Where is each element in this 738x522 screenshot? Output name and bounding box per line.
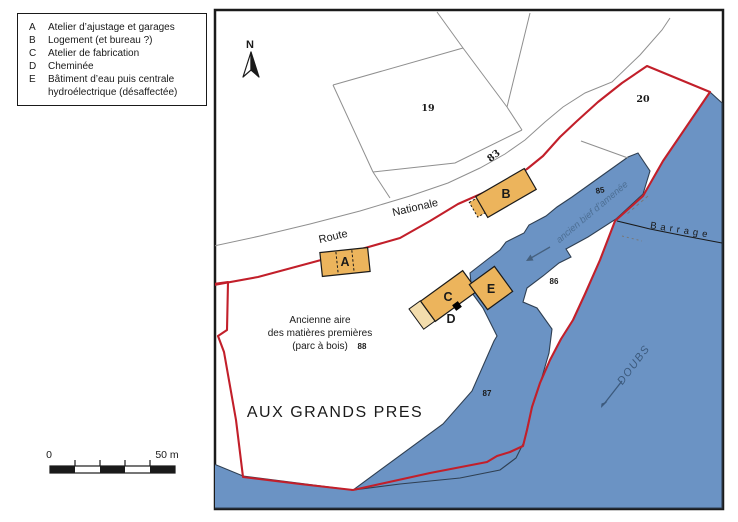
dashed-line xyxy=(621,235,643,242)
scale-end-label: 50 m xyxy=(155,449,179,461)
area-label-line1: Ancienne aire xyxy=(289,315,351,326)
chimney-d-marker xyxy=(452,301,462,311)
north-label: N xyxy=(246,39,254,51)
legend-key: A xyxy=(29,22,36,33)
building-d-label: D xyxy=(446,312,455,326)
place-name-label: AUX GRANDS PRES xyxy=(247,404,423,421)
building-a-label: A xyxy=(340,255,349,269)
building-c-label: C xyxy=(443,290,452,304)
parcel-88-label: 88 xyxy=(358,342,367,351)
legend-key: B xyxy=(29,35,36,46)
legend-key: D xyxy=(29,61,37,72)
area-label-line2: des matières premières xyxy=(268,328,372,339)
legend-label: Atelier de fabrication xyxy=(48,48,140,59)
north-arrow-icon: N xyxy=(242,39,260,78)
scale-start-label: 0 xyxy=(46,449,52,461)
legend-item-e: E Bâtiment d’eau puis centrale hydroélec… xyxy=(29,73,198,99)
building-b xyxy=(474,167,538,219)
parcel-87-label: 87 xyxy=(483,389,492,398)
legend: A Atelier d’ajustage et garages B Logeme… xyxy=(17,13,207,106)
legend-item-c: C Atelier de fabrication xyxy=(29,47,198,60)
legend-item-b: B Logement (et bureau ?) xyxy=(29,34,198,47)
building-a xyxy=(319,246,371,278)
legend-key: E xyxy=(29,74,36,85)
parcel-86-label: 86 xyxy=(550,277,559,286)
canal-flow-arrow xyxy=(526,246,551,261)
parcel-boundaries xyxy=(215,11,671,247)
parcel-20-label: 20 xyxy=(636,94,650,105)
legend-key: C xyxy=(29,48,37,59)
legend-label: Bâtiment d’eau puis centrale hydroélectr… xyxy=(48,74,178,98)
building-e-label: E xyxy=(487,282,495,296)
building-e xyxy=(468,265,514,311)
parcel-19-label: 19 xyxy=(421,103,435,114)
legend-label: Cheminée xyxy=(48,61,94,72)
canal-bief xyxy=(350,152,651,491)
road-upper-edge xyxy=(215,17,671,247)
parcel-85-label: 85 xyxy=(595,185,606,196)
river-flow-arrow xyxy=(601,380,623,408)
area-label-line3: (parc à bois) xyxy=(292,341,348,352)
legend-label: Atelier d’ajustage et garages xyxy=(48,22,175,33)
legend-item-a: A Atelier d’ajustage et garages xyxy=(29,21,198,34)
dashed-line xyxy=(626,195,649,215)
legend-item-d: D Cheminée xyxy=(29,60,198,73)
barrage-line xyxy=(616,220,723,244)
legend-label: Logement (et bureau ?) xyxy=(48,35,153,46)
building-b-label: B xyxy=(501,187,510,201)
scale-bar: 0 50 m xyxy=(46,449,179,474)
